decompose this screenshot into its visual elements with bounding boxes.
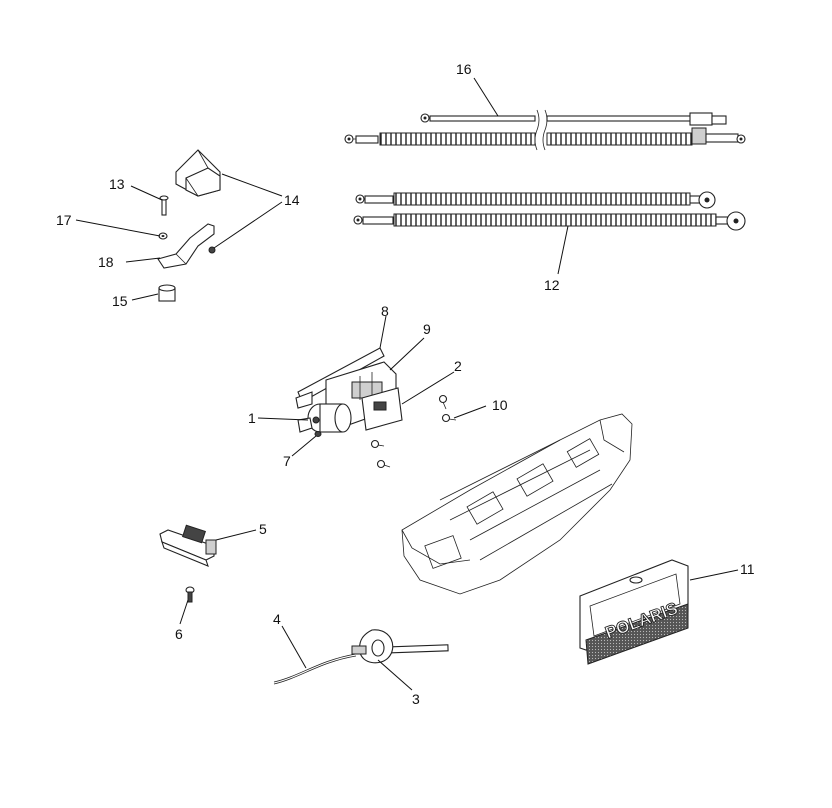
screw-14 <box>208 246 216 254</box>
front-bumper <box>401 413 633 595</box>
switch-5 <box>159 524 217 567</box>
callout-15: 15 <box>112 293 128 309</box>
callout-1: 1 <box>248 410 256 426</box>
spacer-15 <box>158 284 176 302</box>
bracket-18 <box>157 223 215 269</box>
callout-7: 7 <box>283 453 291 469</box>
callout-12: 12 <box>544 277 560 293</box>
callout-9: 9 <box>423 321 431 337</box>
winch-assembly <box>295 347 403 437</box>
relay-box-14 <box>175 149 221 197</box>
winch-cable-4 <box>273 653 357 685</box>
callout-8: 8 <box>381 303 389 319</box>
callout-14: 14 <box>284 192 300 208</box>
callout-17: 17 <box>56 212 72 228</box>
leader-lines <box>75 77 739 691</box>
bolts-10 <box>370 394 457 469</box>
callout-13: 13 <box>109 176 125 192</box>
callout-labels: 16 13 14 17 18 15 12 8 9 2 10 1 7 5 6 11… <box>56 61 755 707</box>
callout-18: 18 <box>98 254 114 270</box>
screw-6 <box>185 586 195 603</box>
washer-17 <box>158 232 168 240</box>
callout-16: 16 <box>456 61 472 77</box>
callout-11: 11 <box>740 561 755 577</box>
cables-12 <box>353 191 746 231</box>
hook-3 <box>351 629 449 664</box>
callout-5: 5 <box>259 521 267 537</box>
callout-10: 10 <box>492 397 508 413</box>
callout-6: 6 <box>175 626 183 642</box>
bolt-13 <box>159 195 169 216</box>
cable-16 <box>344 109 746 151</box>
callout-2: 2 <box>454 358 462 374</box>
callout-4: 4 <box>273 611 281 627</box>
plate-11: POLARIS <box>579 559 689 665</box>
callout-3: 3 <box>412 691 420 707</box>
